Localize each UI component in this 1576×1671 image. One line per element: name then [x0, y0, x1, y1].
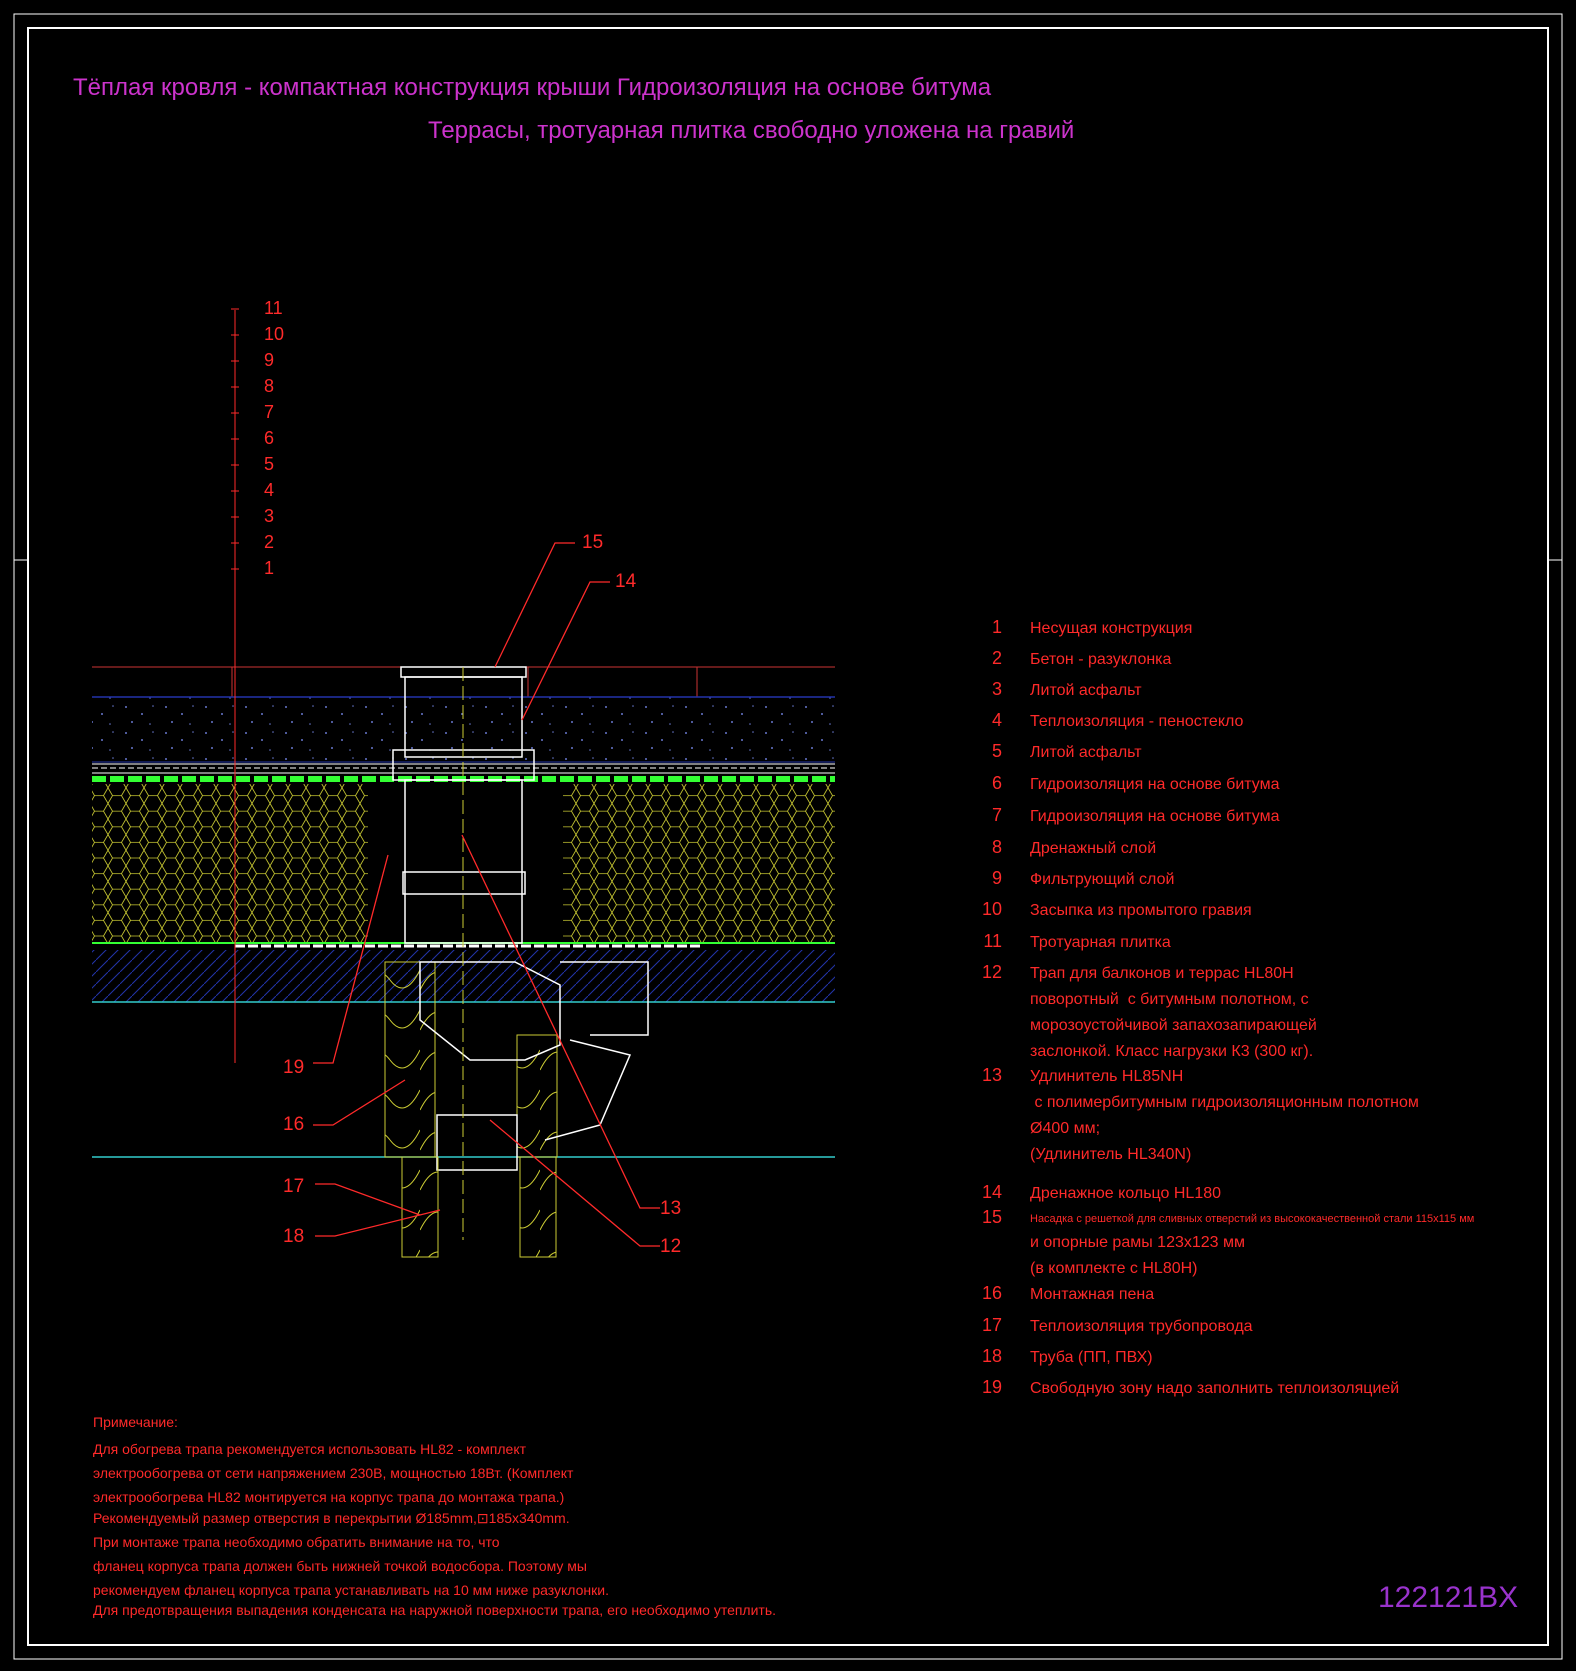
legend-number-9: 9 — [991, 868, 1002, 888]
legend-number-16: 16 — [981, 1283, 1002, 1303]
legend-number-1: 1 — [991, 617, 1002, 637]
legend-text-5: Литой асфальт — [1030, 744, 1142, 761]
legend-text-18: Труба (ПП, ПВХ) — [1030, 1349, 1153, 1366]
legend-text-6: Гидроизоляция на основе битума — [1030, 776, 1280, 793]
layer-callout-1: 1 — [264, 558, 275, 578]
insulation-left — [92, 784, 368, 943]
legend-number-8: 8 — [991, 837, 1002, 857]
legend-text-2: Бетон - разуклонка — [1030, 651, 1172, 668]
mounting-foam-left — [384, 961, 436, 1158]
layer-callout-10: 10 — [264, 324, 285, 344]
callout-16: 16 — [283, 1114, 305, 1135]
legend-number-12: 12 — [981, 962, 1002, 982]
legend-number-10: 10 — [981, 899, 1002, 919]
legend-number-4: 4 — [991, 710, 1002, 730]
layer-callout-9: 9 — [264, 350, 275, 370]
legend-number-19: 19 — [981, 1377, 1002, 1397]
legend-text-10: Засыпка из промытого гравия — [1030, 902, 1252, 919]
legend-number-14: 14 — [981, 1182, 1002, 1202]
insulation-right — [563, 784, 835, 943]
legend-number-17: 17 — [981, 1315, 1002, 1335]
legend-text-17: Теплоизоляция трубопровода — [1030, 1318, 1253, 1335]
legend-number-15: 15 — [981, 1207, 1002, 1227]
drawing-code: 122121BX — [1378, 1581, 1519, 1614]
notes-heading: Примечание: — [93, 1414, 178, 1430]
legend-text-11: Тротуарная плитка — [1030, 934, 1171, 951]
legend-number-5: 5 — [991, 741, 1002, 761]
drawing-title-line-2: Террасы, тротуарная плитка свободно улож… — [428, 117, 1075, 144]
layer-callout-4: 4 — [264, 480, 275, 500]
legend-text-8: Дренажный слой — [1030, 840, 1157, 857]
callout-18: 18 — [283, 1226, 305, 1247]
legend-text-14: Дренажное кольцо HL180 — [1030, 1185, 1222, 1202]
legend-text-15-continued: и опорные рамы 123х123 мм (в комплекте с… — [1030, 1234, 1245, 1277]
callout-17: 17 — [283, 1176, 305, 1197]
legend-text-7: Гидроизоляция на основе битума — [1030, 808, 1280, 825]
callout-13: 13 — [660, 1198, 682, 1219]
callout-14: 14 — [615, 571, 637, 592]
layer-callout-11: 11 — [264, 298, 283, 318]
layer-leader-ticks — [231, 308, 239, 570]
legend-text-13: Удлинитель HL85NH с полимербитумным гидр… — [1030, 1068, 1419, 1163]
pipe-with-insulation — [401, 1156, 557, 1258]
legend-number-3: 3 — [991, 679, 1002, 699]
legend-number-7: 7 — [991, 805, 1002, 825]
drawing-title-line-1: Тёплая кровля - компактная конструкция к… — [73, 74, 992, 101]
layer-callout-8: 8 — [264, 376, 275, 396]
layer-callout-5: 5 — [264, 454, 275, 474]
legend-number-2: 2 — [991, 648, 1002, 668]
legend-text-1: Несущая конструкция — [1030, 620, 1193, 637]
legend-number-13: 13 — [981, 1065, 1002, 1085]
legend-text-12: Трап для балконов и террас HL80H поворот… — [1030, 965, 1317, 1060]
legend-text-3: Литой асфальт — [1030, 682, 1142, 699]
layer-callout-6: 6 — [264, 428, 275, 448]
notes-paragraph-2: Рекомендуемый размер отверстия в перекры… — [93, 1510, 609, 1598]
layer-callout-7: 7 — [264, 402, 275, 422]
callout-19: 19 — [283, 1057, 305, 1078]
callout-12: 12 — [660, 1236, 682, 1257]
notes-paragraph-3: Для предотвращения выпадения конденсата … — [93, 1602, 777, 1618]
legend-number-11: 11 — [983, 931, 1002, 951]
callout-15: 15 — [582, 532, 604, 553]
notes-paragraph-1: Для обогрева трапа рекомендуется использ… — [93, 1441, 574, 1505]
legend-text-9: Фильтрующий слой — [1030, 871, 1175, 888]
legend-text-16: Монтажная пена — [1030, 1286, 1155, 1303]
callout-leaders — [313, 542, 660, 1247]
layer-callout-2: 2 — [264, 532, 275, 552]
legend-number-6: 6 — [991, 773, 1002, 793]
legend-number-18: 18 — [981, 1346, 1002, 1366]
layer-callout-3: 3 — [264, 506, 275, 526]
legend-text-4: Теплоизоляция - пеностекло — [1030, 713, 1244, 730]
legend-text-19: Свободную зону надо заполнить теплоизоля… — [1030, 1380, 1400, 1397]
legend-text-15: Насадка с решеткой для сливных отверстий… — [1030, 1213, 1475, 1225]
